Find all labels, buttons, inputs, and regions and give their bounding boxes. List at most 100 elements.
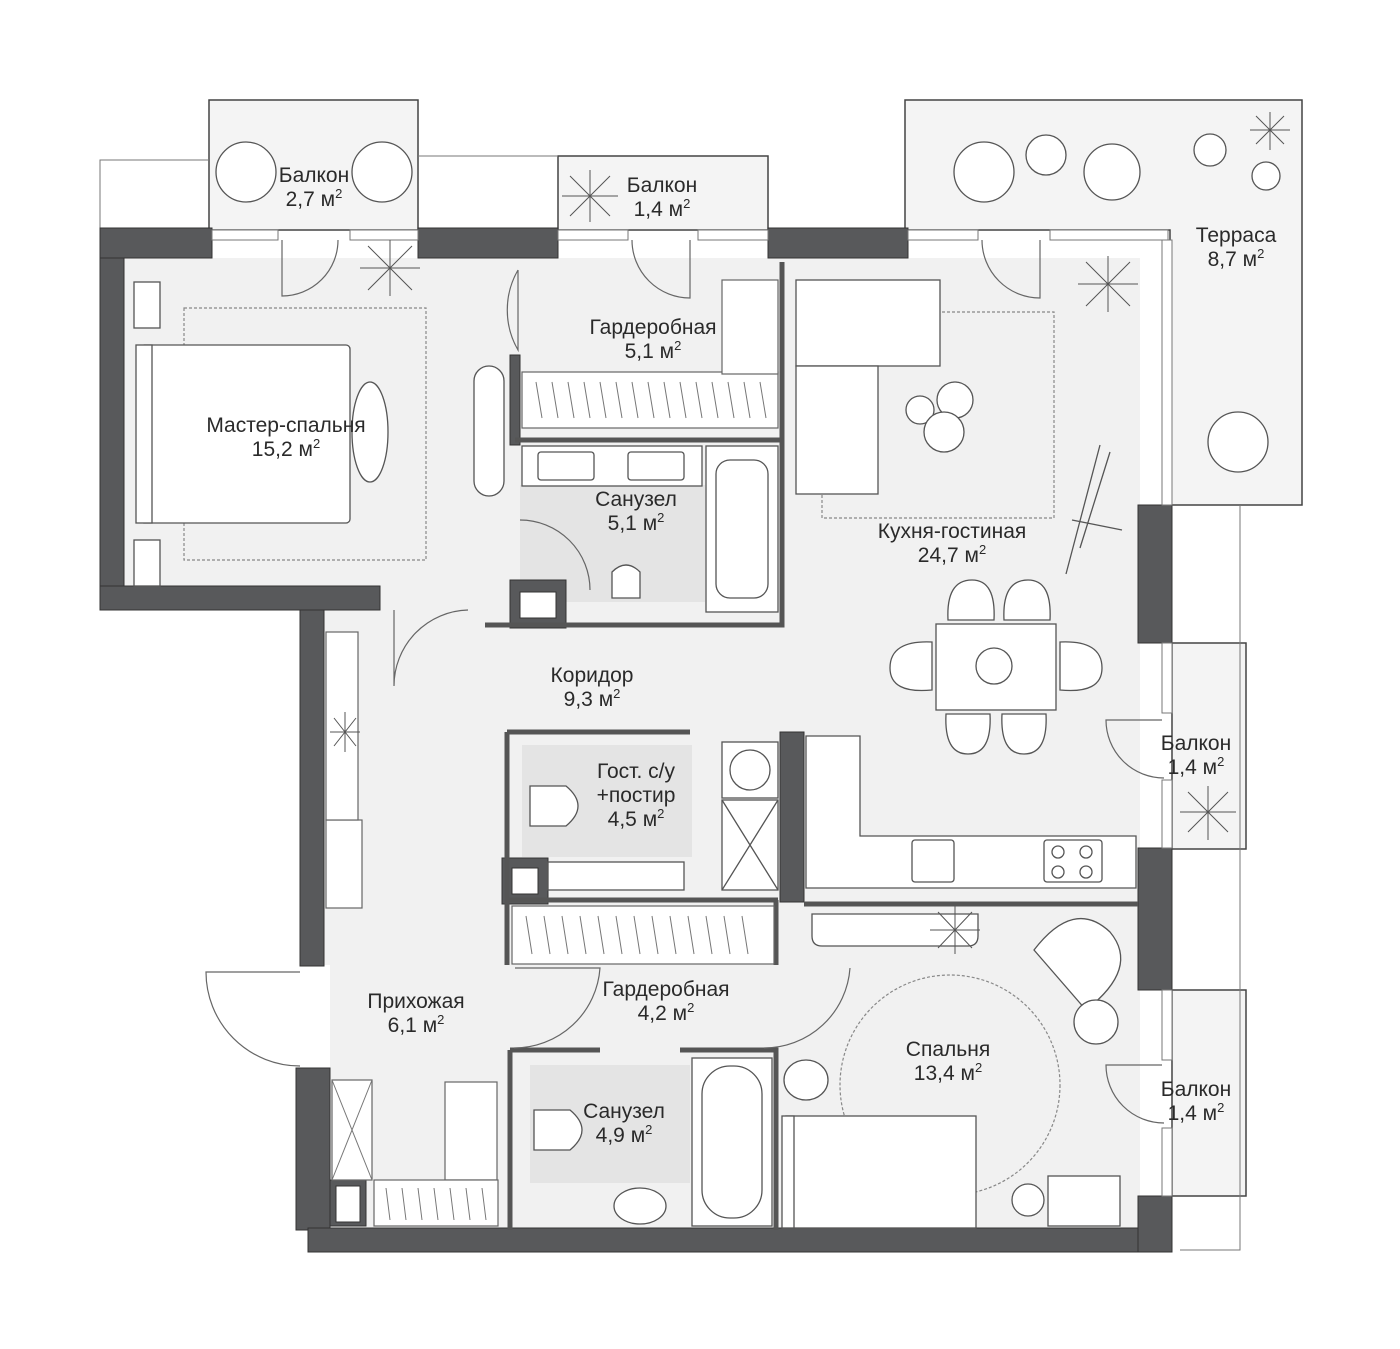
door-balcony-n <box>631 239 691 299</box>
room-name: Кухня-гостиная <box>877 520 1027 543</box>
shaft-1-void <box>519 591 557 619</box>
label-corridor: Коридор 9,3 м2 <box>551 664 634 712</box>
room-name: Санузел <box>595 488 677 511</box>
master-chair <box>351 381 389 483</box>
room-area: 8,7 м2 <box>1207 246 1265 271</box>
outdoor-areas <box>208 99 1303 1197</box>
room-name: Спальня <box>905 1038 991 1061</box>
room-area: 15,2 м2 <box>251 436 321 461</box>
room-area: 2,7 м2 <box>285 186 343 211</box>
hall-console <box>325 631 359 821</box>
bathtub-master-inner <box>715 459 769 599</box>
dryer-cross <box>721 799 779 891</box>
hangers-hall <box>385 1187 487 1221</box>
room-name: Гардеробная <box>602 978 730 1001</box>
plant-terrace <box>1250 112 1290 150</box>
label-guest-wc: Гост. с/у +постир 4,5 м2 <box>597 760 676 832</box>
sink-s <box>613 1187 667 1225</box>
guest-sink <box>547 861 685 891</box>
wardrobe-hangers <box>331 381 767 1221</box>
terrace-chair-1 <box>953 141 1015 203</box>
bench-s <box>811 913 979 947</box>
shaft-3-void <box>335 1185 361 1223</box>
shaft-voids <box>335 591 557 1223</box>
room-area: 13,4 м2 <box>913 1060 983 1085</box>
railing-west <box>99 159 209 230</box>
desk-s <box>1047 1175 1121 1227</box>
railing-east <box>1180 505 1241 1251</box>
plant-balcony-n <box>562 170 618 222</box>
hob-ring-4 <box>1079 865 1093 879</box>
terrace-plant-2 <box>1251 161 1281 191</box>
terrace-chair-3 <box>1083 143 1141 201</box>
room-name: Балкон <box>278 164 350 187</box>
balcony-chair-1 <box>215 141 277 203</box>
thin-partitions <box>485 262 1138 1230</box>
door-balcony-e2 <box>1105 1064 1165 1124</box>
room-area: 6,1 м2 <box>387 1012 445 1037</box>
door-wardrobe-s <box>513 967 601 1049</box>
label-bathroom-master: Санузел 5,1 м2 <box>595 488 677 536</box>
wall-west-step <box>99 585 381 611</box>
chair-s2 <box>1001 713 1047 755</box>
window-e1 <box>1161 239 1173 506</box>
hall-shelf-1 <box>444 1081 498 1181</box>
wardrobe-n-shelf <box>521 371 779 429</box>
door-bedroom <box>763 967 851 1049</box>
window-e4 <box>1161 989 1173 1061</box>
walls <box>99 227 1173 1253</box>
wall-west-upper <box>99 227 125 611</box>
room-name: Гост. с/у <box>597 760 675 783</box>
label-terrace: Терраса 8,7 м2 <box>1196 224 1277 272</box>
chair-e <box>1059 641 1103 692</box>
room-name: Гардеробная <box>589 316 717 339</box>
wardrobe-s-shelf <box>511 905 775 965</box>
plant-living <box>1078 256 1138 312</box>
room-area: 5,1 м2 <box>607 510 665 535</box>
door-balcony-nw <box>281 239 339 297</box>
chair-n1 <box>947 579 995 621</box>
door-wardrobe-n <box>506 269 519 353</box>
room-name: Прихожая <box>367 990 465 1013</box>
mirror-oval <box>473 365 505 497</box>
sofa-back <box>795 279 941 367</box>
plants <box>330 112 1290 954</box>
room-name: Балкон <box>1160 732 1232 755</box>
hob-ring-1 <box>1051 845 1065 859</box>
coffee-table-3 <box>923 411 965 453</box>
outdoor-railing <box>99 155 1241 1251</box>
partition-wardrobe <box>509 354 521 446</box>
plant-master <box>360 240 420 296</box>
label-wardrobe-n: Гардеробная 5,1 м2 <box>589 316 716 364</box>
washer-drum <box>729 749 771 791</box>
window-n6 <box>1049 229 1169 241</box>
room-area: 9,3 м2 <box>563 686 621 711</box>
room-name-2: +постир <box>596 784 676 807</box>
label-bathroom-s: Санузел 4,9 м2 <box>583 1100 665 1148</box>
window-n2 <box>349 229 419 241</box>
cabinet-cross <box>331 1079 373 1181</box>
terrace-plant-1 <box>1193 133 1227 167</box>
chair-n2 <box>1003 579 1051 621</box>
room-name: Терраса <box>1195 224 1277 247</box>
door-master <box>393 609 469 687</box>
label-balcony-e2: Балкон 1,4 м2 <box>1161 1078 1231 1126</box>
coffee-table-1 <box>905 395 935 425</box>
master-nightstand-1 <box>133 281 161 329</box>
room-name: Санузел <box>583 1100 665 1123</box>
room-area: 4,9 м2 <box>595 1122 653 1147</box>
toilet-master <box>611 564 641 599</box>
kitchen-sink <box>911 839 955 883</box>
sink-master-1 <box>537 451 595 481</box>
room-area: 1,4 м2 <box>633 196 691 221</box>
wardrobe-n-tall <box>721 279 779 375</box>
bathtub-s-inner <box>701 1065 763 1219</box>
toilet-s <box>533 1109 583 1151</box>
label-master-bedroom: Мастер-спальня 15,2 м2 <box>206 414 365 462</box>
window-n4 <box>697 229 769 241</box>
sofa-side <box>795 365 879 495</box>
master-nightstand-2 <box>133 539 161 587</box>
doors <box>205 239 1165 1124</box>
partition-bath-s <box>507 1047 779 1230</box>
window-n1 <box>211 229 279 241</box>
